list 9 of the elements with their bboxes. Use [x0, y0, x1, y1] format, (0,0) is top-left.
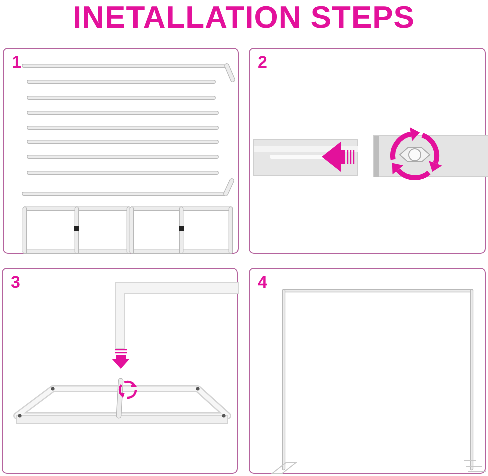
- step-number: 3: [11, 274, 20, 292]
- step-panel: [249, 268, 486, 474]
- step-number: 1: [12, 54, 22, 72]
- step-number: 2: [258, 54, 268, 72]
- step-number: 4: [258, 274, 268, 292]
- step-panel: [3, 48, 239, 254]
- title: INETALLATION STEPS: [72, 0, 416, 36]
- step-panel: [249, 48, 486, 254]
- step-panel: [2, 268, 238, 474]
